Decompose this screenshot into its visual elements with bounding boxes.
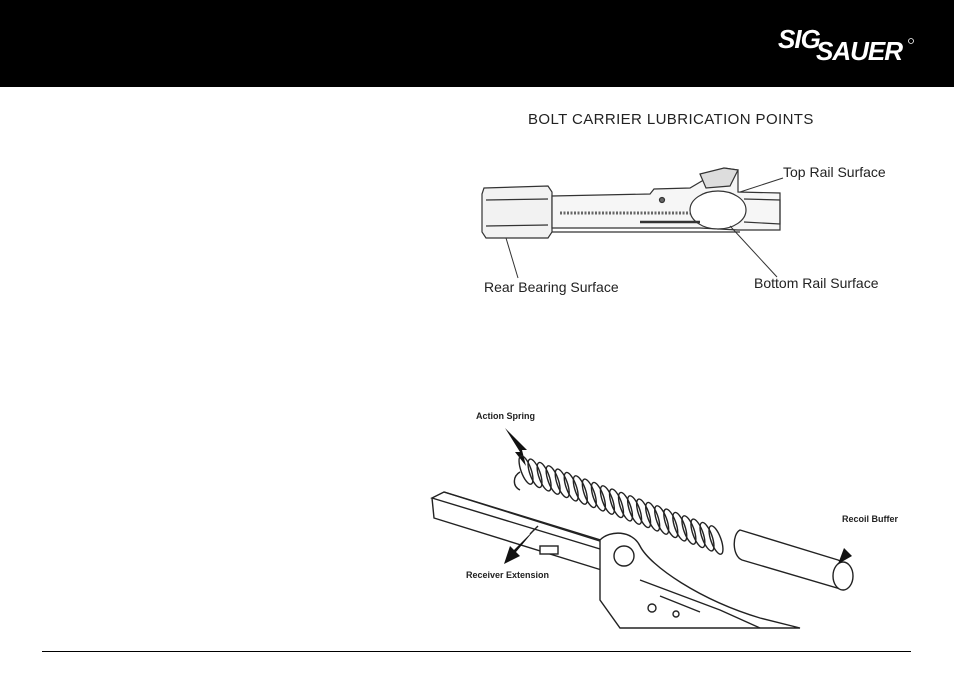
bottom-rail-surface-label: Bottom Rail Surface — [754, 275, 879, 291]
footer-rule — [42, 651, 911, 652]
recoil-buffer-label: Recoil Buffer — [842, 514, 898, 524]
receiver-extension-label: Receiver Extension — [466, 570, 549, 580]
action-spring-arrow-icon — [505, 428, 527, 466]
buffer-assembly-drawing — [432, 428, 866, 628]
spring-coil — [706, 524, 726, 556]
recoil-buffer-arrow-icon — [838, 530, 866, 564]
rear-bearing-surface-label: Rear Bearing Surface — [484, 279, 619, 295]
top-rail-surface-label: Top Rail Surface — [783, 164, 886, 180]
action-spring-label: Action Spring — [476, 411, 535, 421]
bolt-carrier-drawing — [482, 168, 780, 238]
